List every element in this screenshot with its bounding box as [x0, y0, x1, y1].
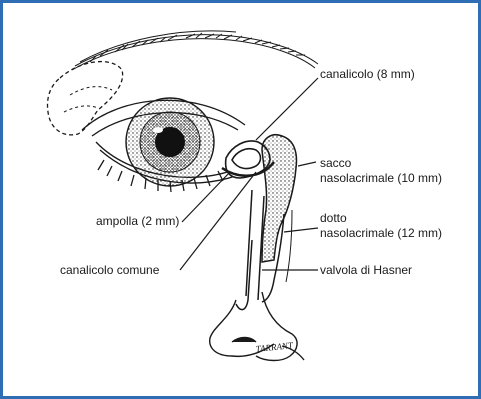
label-canalicolo-comune: canalicolo comune [60, 263, 159, 278]
label-sacco-line1: sacco [320, 156, 351, 171]
leader-dotto [284, 228, 318, 232]
tarrant-signature-mark: TARRANT [255, 340, 294, 354]
label-dotto-line1: dotto [320, 211, 347, 226]
label-dotto-line2: nasolacrimale (12 mm) [320, 226, 442, 241]
label-valvola: valvola di Hasner [320, 263, 412, 278]
leader-sacco [298, 162, 316, 166]
leader-canalicolo [256, 78, 318, 140]
leader-canalicolo-comune [180, 172, 256, 270]
svg-text:TARRANT: TARRANT [255, 340, 294, 354]
label-canalicolo: canalicolo (8 mm) [320, 67, 415, 82]
eye [98, 98, 214, 186]
label-sacco-line2: nasolacrimale (10 mm) [320, 171, 442, 186]
label-ampolla: ampolla (2 mm) [96, 214, 179, 229]
